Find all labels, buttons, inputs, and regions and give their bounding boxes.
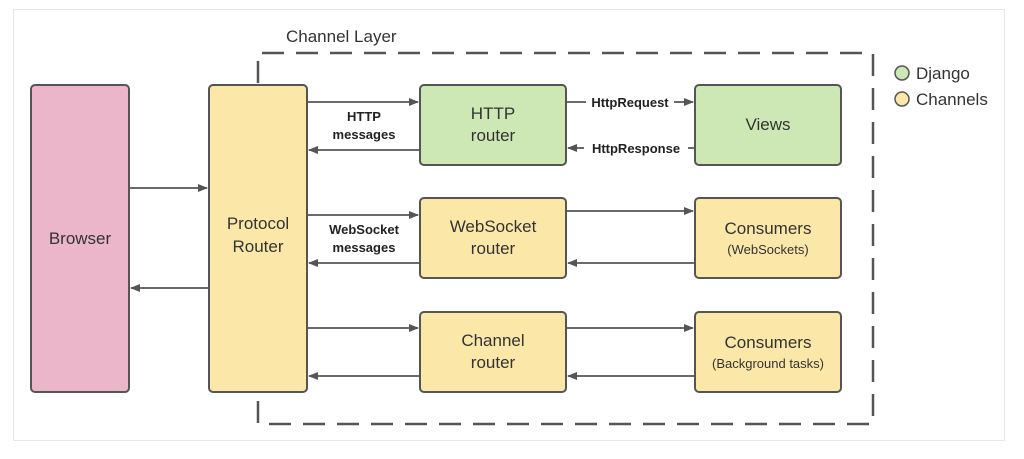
http-request-label: HttpRequest: [591, 95, 669, 110]
websocket-router-label-line2: router: [471, 239, 516, 258]
browser-node: [30, 84, 130, 393]
consumers-websockets-label-line1: Consumers: [725, 219, 812, 238]
http-request-label-bg: [586, 94, 674, 110]
http-router-node: [419, 84, 567, 166]
legend-channels-label: Channels: [916, 90, 988, 109]
websocket-router-node: [419, 197, 567, 279]
websocket-messages-label-line2: messages: [333, 240, 396, 255]
diagram-frame: [13, 9, 1005, 441]
legend-channels-swatch: [894, 91, 910, 107]
http-router-label-line1: HTTP: [471, 104, 515, 123]
browser-label: Browser: [49, 229, 112, 248]
channel-layer-boundary: [256, 51, 875, 426]
http-messages-label-line2: messages: [333, 127, 396, 142]
views-node: [694, 84, 842, 166]
http-response-label-bg: [584, 140, 688, 156]
http-messages-label-line1: HTTP: [347, 109, 381, 124]
consumers-background-node: [694, 311, 842, 393]
channel-router-node: [419, 311, 567, 393]
legend: Django Channels: [894, 64, 988, 109]
consumers-background-label-line1: Consumers: [725, 333, 812, 352]
protocol-router-label-line2: Router: [232, 237, 283, 256]
channel-router-label-line1: Channel: [461, 331, 524, 350]
channel-layer-title: Channel Layer: [286, 27, 397, 46]
websocket-messages-label-line1: WebSocket: [329, 222, 400, 237]
protocol-router-node: [208, 84, 308, 393]
http-router-label-line2: router: [471, 126, 516, 145]
protocol-router-label-line1: Protocol: [227, 214, 289, 233]
websocket-router-label-line1: WebSocket: [450, 217, 537, 236]
legend-django-label: Django: [916, 64, 970, 83]
consumers-websockets-node: [694, 197, 842, 279]
views-label: Views: [745, 115, 790, 134]
channel-router-label-line2: router: [471, 353, 516, 372]
consumers-background-label-line2: (Background tasks): [712, 356, 824, 371]
legend-django-swatch: [894, 65, 910, 81]
http-response-label: HttpResponse: [592, 141, 680, 156]
consumers-websockets-label-line2: (WebSockets): [727, 242, 808, 257]
